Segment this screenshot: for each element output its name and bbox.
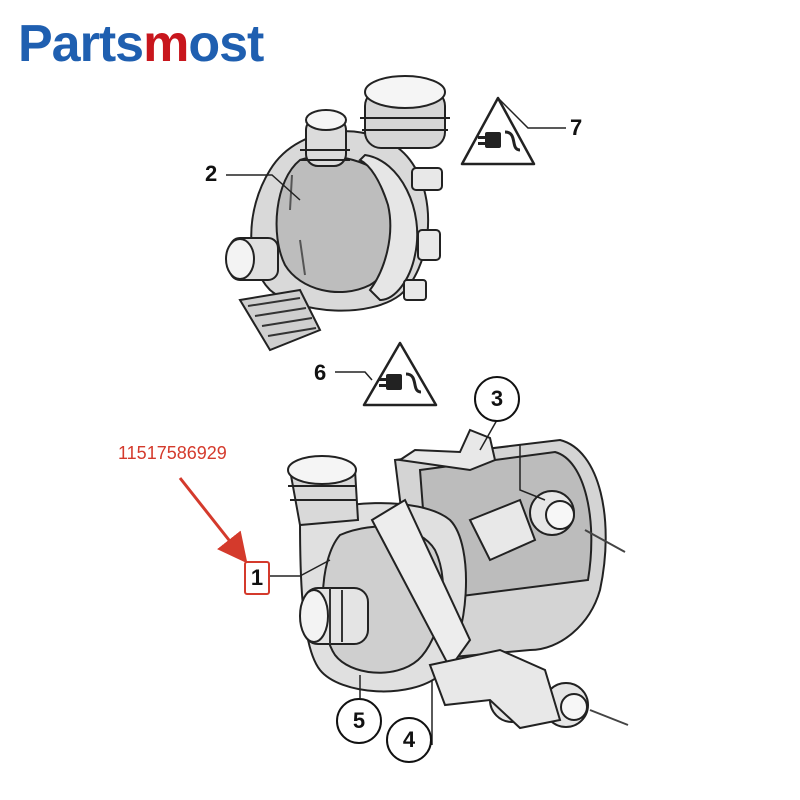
- lower-pump-bracket: [397, 428, 497, 472]
- connector-symbol-icon: [379, 374, 402, 390]
- brand-logo: Partsmost: [18, 14, 264, 74]
- part-number-label: 11517586929: [118, 443, 227, 463]
- warning-triangle-7: [460, 96, 536, 166]
- upper-pump-illustration: [225, 75, 450, 352]
- brand-text-red: m: [143, 15, 189, 73]
- callout-6: 6: [314, 360, 327, 385]
- connector-symbol-icon: [478, 132, 501, 148]
- annotation-arrow: [178, 477, 248, 564]
- callout-2: 2: [205, 161, 218, 186]
- upper-pump-flange: [358, 153, 419, 302]
- brand-text-blue: Parts: [18, 15, 144, 73]
- callout-7: 7: [570, 115, 583, 140]
- callout-1-highlighted: 1: [244, 561, 270, 595]
- callout-3: 3: [474, 376, 520, 422]
- leader-lines: [226, 97, 566, 745]
- brand-text-blue-2: ost: [188, 15, 264, 73]
- lower-pump-clamp: [370, 498, 472, 670]
- mount-bush-right: [529, 490, 575, 536]
- lower-pump-illustration: [287, 428, 629, 730]
- callout-4: 4: [386, 717, 432, 763]
- callout-5: 5: [336, 698, 382, 744]
- warning-triangle-6: [362, 341, 438, 407]
